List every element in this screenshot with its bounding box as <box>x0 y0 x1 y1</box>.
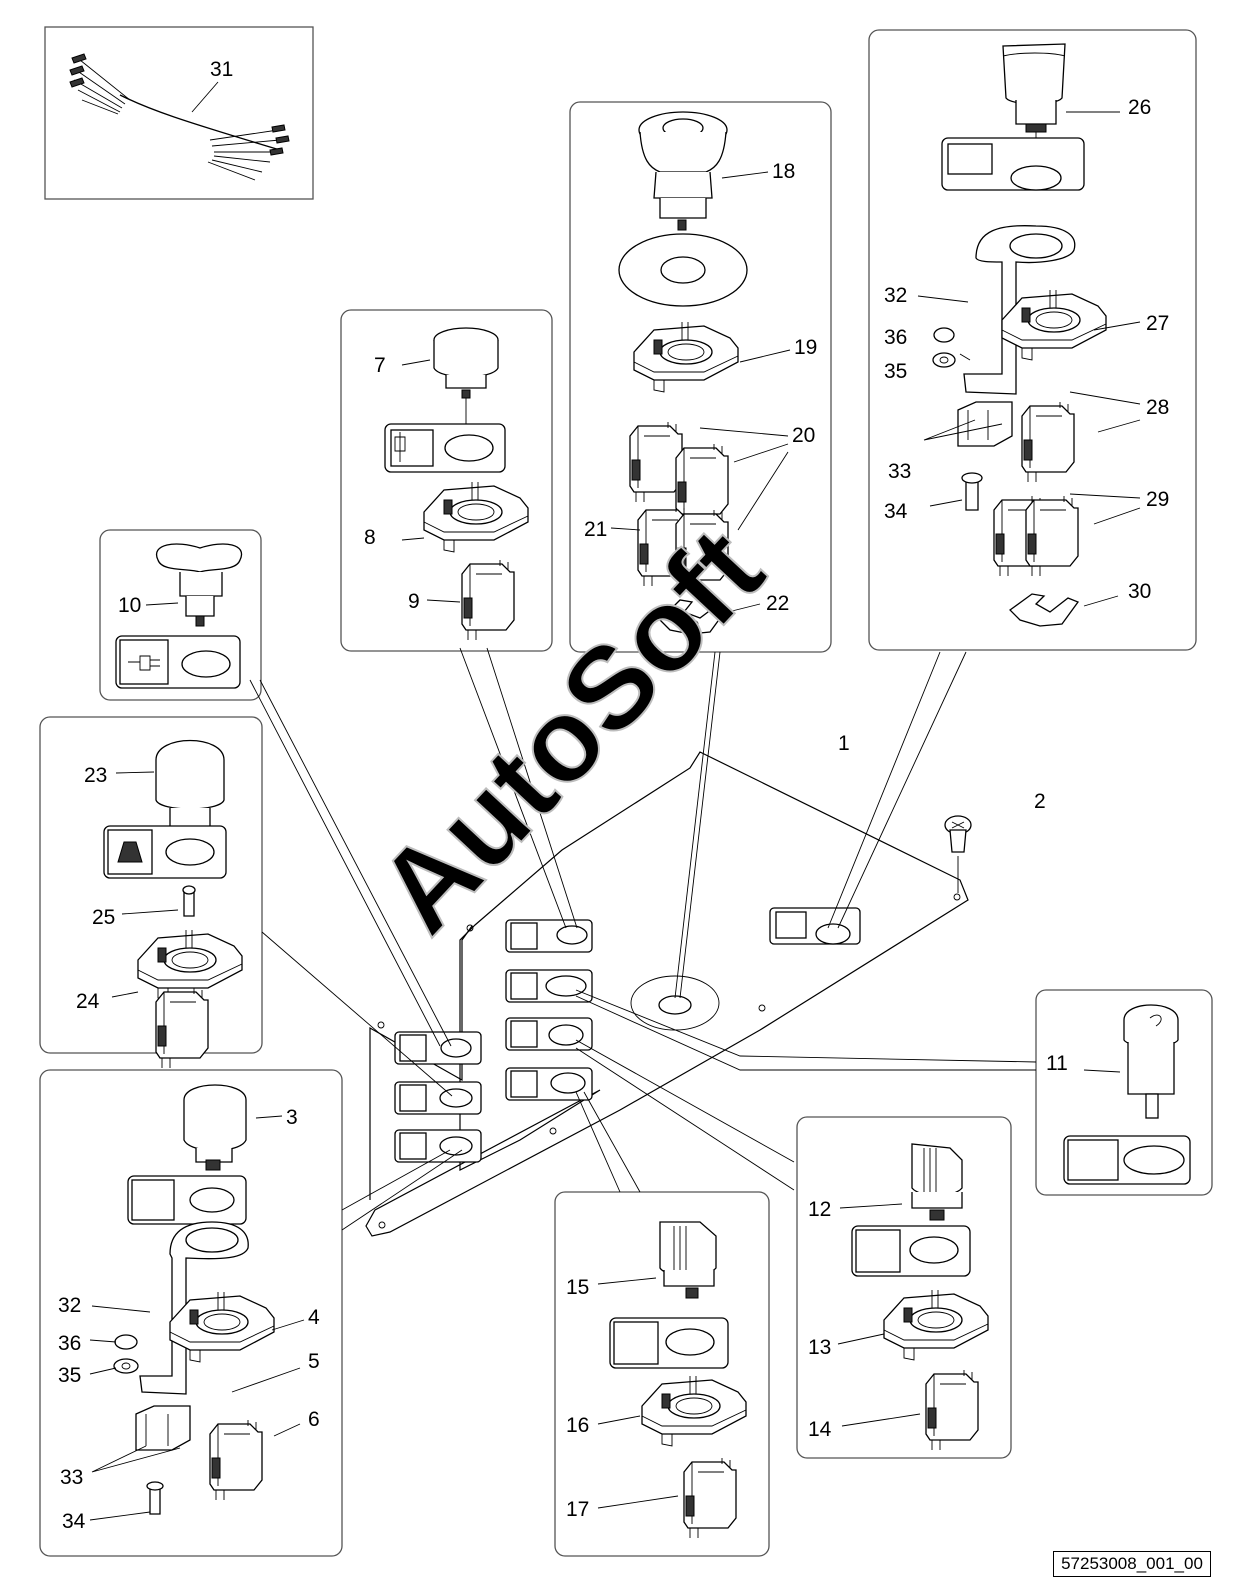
callout-11: 11 <box>1046 1052 1068 1075</box>
selector-11-box <box>1035 989 1213 1196</box>
callout-4: 4 <box>308 1306 320 1329</box>
key-switch-10-box <box>99 529 262 701</box>
callout-22: 22 <box>766 592 789 615</box>
harness-box <box>44 26 314 200</box>
callout-5: 5 <box>308 1350 320 1373</box>
callout-32a: 32 <box>884 284 907 307</box>
selector-15-box <box>554 1191 770 1557</box>
callout-32b: 32 <box>58 1294 81 1317</box>
callout-27: 27 <box>1146 312 1169 335</box>
callout-33a: 33 <box>888 460 911 483</box>
selector-key-box <box>868 29 1197 651</box>
callout-35b: 35 <box>58 1364 81 1387</box>
pushbutton-3-box <box>39 1069 343 1557</box>
callout-18: 18 <box>772 160 795 183</box>
callout-1: 1 <box>838 732 850 755</box>
pushbutton-23-box <box>39 716 263 1069</box>
screw-2 <box>944 815 972 893</box>
panel-hole-11 <box>505 969 593 1003</box>
panel-hole-26 <box>769 907 861 945</box>
callout-21: 21 <box>584 518 607 541</box>
callout-31: 31 <box>210 58 233 81</box>
callout-6: 6 <box>308 1408 320 1431</box>
callout-34a: 34 <box>884 500 908 523</box>
callout-19: 19 <box>794 336 817 359</box>
callout-28: 28 <box>1146 396 1169 419</box>
callout-29: 29 <box>1146 488 1169 511</box>
callout-26: 26 <box>1128 96 1151 119</box>
callout-15: 15 <box>566 1276 589 1299</box>
callout-25: 25 <box>92 906 115 929</box>
drawing-reference-number: 57253008_001_00 <box>1053 1551 1211 1577</box>
leader-lines <box>249 647 1037 1231</box>
callout-33b: 33 <box>60 1466 83 1489</box>
panel-hole-15 <box>505 1067 593 1101</box>
control-panel-plate <box>365 751 969 1237</box>
callout-16: 16 <box>566 1414 589 1437</box>
panel-hole-10 <box>394 1031 482 1065</box>
callout-14: 14 <box>808 1418 832 1441</box>
callout-36b: 36 <box>58 1332 81 1355</box>
callout-20: 20 <box>792 424 815 447</box>
callout-10: 10 <box>118 594 141 617</box>
callout-8: 8 <box>364 526 376 549</box>
callout-12: 12 <box>808 1198 831 1221</box>
panel-hole-3 <box>394 1129 482 1163</box>
callout-35a: 35 <box>884 360 907 383</box>
callout-17: 17 <box>566 1498 589 1521</box>
callout-34b: 34 <box>62 1510 86 1533</box>
callout-7: 7 <box>374 354 386 377</box>
selector-12-box <box>796 1116 1012 1459</box>
emergency-stop-box <box>569 101 832 653</box>
callout-30: 30 <box>1128 580 1151 603</box>
panel-hole-23 <box>394 1081 482 1115</box>
callout-9: 9 <box>408 590 420 613</box>
panel-hole-7 <box>505 919 593 953</box>
callout-labels: 1 2 3 4 5 6 7 8 9 10 11 12 13 14 15 16 1… <box>58 58 1169 1533</box>
panel-hole-12 <box>505 1017 593 1051</box>
pushbutton-7-box <box>340 309 553 652</box>
callout-36a: 36 <box>884 326 907 349</box>
callout-2: 2 <box>1034 790 1046 813</box>
callout-24: 24 <box>76 990 100 1013</box>
callout-23: 23 <box>84 764 107 787</box>
callout-13: 13 <box>808 1336 831 1359</box>
callout-3: 3 <box>286 1106 298 1129</box>
